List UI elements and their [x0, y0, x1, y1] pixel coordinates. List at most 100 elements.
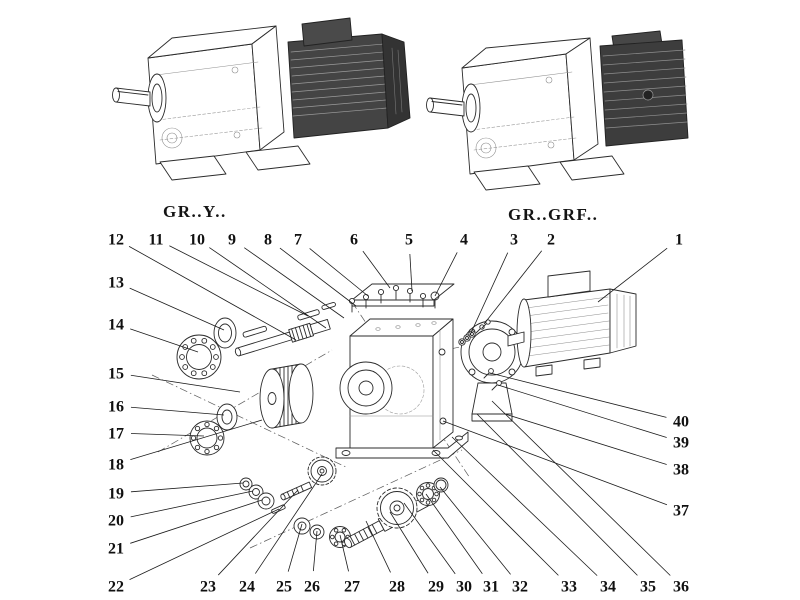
cover-screws: [348, 284, 440, 313]
leader-line-22: [129, 508, 280, 580]
callout-number-13: 13: [108, 275, 124, 292]
leader-line-8: [279, 247, 357, 307]
leader-line-28: [365, 520, 391, 573]
leader-line-33: [432, 449, 559, 576]
leader-line-16: [130, 406, 225, 416]
output-shaft: [115, 87, 151, 107]
callout-number-27: 27: [344, 579, 360, 596]
leader-line-40: [489, 372, 667, 418]
callout-number-5: 5: [405, 232, 413, 249]
callout-number-15: 15: [108, 366, 124, 383]
leader-line-18: [130, 419, 263, 461]
callout-number-22: 22: [108, 579, 124, 596]
leader-line-15: [130, 374, 241, 393]
electric-motor: [507, 270, 637, 377]
leader-line-26: [312, 530, 318, 572]
overview-gearmotor-foot-drawing: [112, 17, 411, 181]
callout-number-8: 8: [264, 232, 272, 249]
callout-number-40: 40: [673, 414, 689, 431]
leader-line-17: [130, 433, 205, 437]
input-bearing-small: [189, 420, 225, 456]
leader-line-13: [129, 287, 225, 331]
motor-fins: [290, 43, 388, 117]
leader-line-10: [209, 247, 327, 329]
motor-flange-bell: [460, 320, 524, 422]
leader-line-24: [255, 473, 323, 574]
leader-line-7: [309, 248, 369, 297]
callout-number-23: 23: [200, 579, 216, 596]
callout-number-39: 39: [673, 435, 689, 452]
leader-line-23: [217, 489, 299, 576]
callout-number-32: 32: [512, 579, 528, 596]
callout-number-36: 36: [673, 579, 689, 596]
callout-number-34: 34: [600, 579, 616, 596]
leader-line-1: [597, 247, 668, 303]
leader-line-12: [128, 245, 297, 341]
callout-number-14: 14: [108, 317, 124, 334]
output-gear: [376, 487, 418, 529]
leader-line-14: [130, 328, 199, 353]
oil-plug: [438, 348, 446, 356]
callout-number-37: 37: [673, 503, 689, 520]
leader-line-32: [439, 486, 511, 575]
washer-set: [239, 477, 275, 510]
output-bearing: [416, 477, 449, 506]
callout-number-28: 28: [389, 579, 405, 596]
shaft-key: [242, 325, 267, 338]
leader-line-34: [451, 436, 598, 576]
leader-line-39: [497, 384, 667, 438]
callout-number-16: 16: [108, 399, 124, 416]
callout-number-19: 19: [108, 486, 124, 503]
callout-number-2: 2: [547, 232, 555, 249]
leader-line-37: [442, 420, 668, 506]
intermediate-gear: [307, 456, 337, 486]
leader-line-20: [130, 490, 254, 518]
leader-line-30: [403, 502, 456, 575]
leader-line-31: [425, 493, 483, 574]
leader-line-29: [389, 511, 429, 574]
leader-line-4: [434, 252, 458, 297]
gear-housing: [335, 283, 469, 459]
callout-number-25: 25: [276, 579, 292, 596]
callout-number-29: 29: [428, 579, 444, 596]
end-cover-disk: [213, 317, 237, 349]
callout-number-35: 35: [640, 579, 656, 596]
motor-shaft: [507, 331, 525, 347]
callout-number-31: 31: [483, 579, 499, 596]
callout-number-6: 6: [350, 232, 358, 249]
callout-number-11: 11: [148, 232, 163, 249]
spacer-bushing: [216, 403, 238, 431]
callout-number-9: 9: [228, 232, 236, 249]
leader-line-21: [130, 499, 263, 544]
floating-key-long: [297, 309, 320, 321]
callout-number-21: 21: [108, 541, 124, 558]
callout-number-17: 17: [108, 426, 124, 443]
fan-cover: [381, 33, 411, 129]
callout-number-30: 30: [456, 579, 472, 596]
callout-number-12: 12: [108, 232, 124, 249]
callout-number-24: 24: [239, 579, 255, 596]
leader-line-36: [491, 400, 671, 576]
callout-number-4: 4: [460, 232, 468, 249]
leader-line-38: [504, 413, 667, 465]
callout-number-10: 10: [189, 232, 205, 249]
leader-line-9: [244, 247, 345, 319]
output-washers-bearing: [293, 517, 351, 548]
callout-number-38: 38: [673, 462, 689, 479]
callout-number-1: 1: [675, 232, 683, 249]
callout-number-26: 26: [304, 579, 320, 596]
leader-line-35: [476, 413, 638, 576]
terminal-box: [301, 17, 353, 47]
leader-line-27: [339, 534, 349, 572]
callout-number-33: 33: [561, 579, 577, 596]
helical-gear-large: [259, 363, 314, 429]
variant-label-gr-grf: GR..GRF..: [508, 205, 599, 224]
callout-number-20: 20: [108, 513, 124, 530]
leader-line-3: [469, 252, 509, 336]
motor-body: [287, 33, 389, 139]
overview-gearmotor-flange-drawing: [426, 30, 689, 191]
callout-number-18: 18: [108, 457, 124, 474]
leader-line-6: [362, 250, 391, 289]
